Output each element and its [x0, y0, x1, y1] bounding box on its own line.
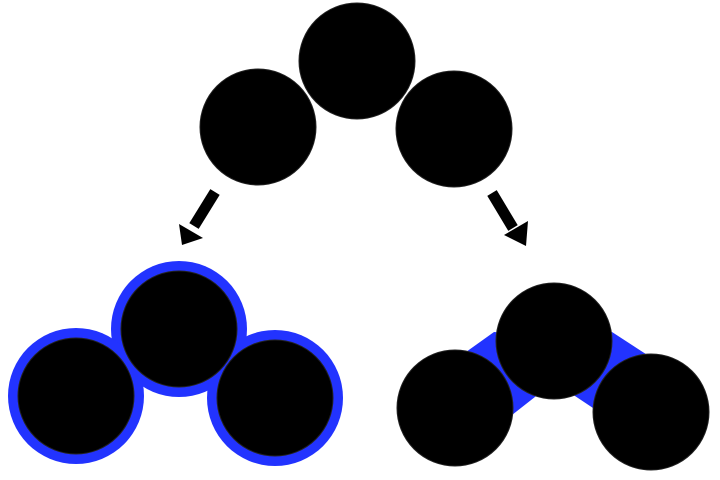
right-arrow	[487, 190, 528, 246]
right-arrow-head	[504, 221, 528, 246]
outlined-circle-left	[17, 337, 135, 455]
bridged-circle-left	[396, 349, 514, 467]
bridged-circle-top	[495, 282, 613, 400]
bridged-circle-right	[592, 353, 710, 471]
left-arrow-shaft	[189, 189, 220, 229]
black-circle-layer	[17, 270, 334, 457]
right-arrow-shaft	[487, 190, 518, 231]
bridged-circle-group	[396, 282, 710, 471]
source-circle-group	[199, 2, 513, 188]
source-circle-right	[395, 70, 513, 188]
source-circle-top	[298, 2, 416, 120]
source-circle-left	[199, 68, 317, 186]
outlined-circle-group	[8, 261, 343, 466]
outlined-circle-right	[216, 339, 334, 457]
outlined-circle-top	[120, 270, 238, 388]
left-arrow	[179, 189, 220, 245]
left-arrow-head	[179, 224, 203, 245]
